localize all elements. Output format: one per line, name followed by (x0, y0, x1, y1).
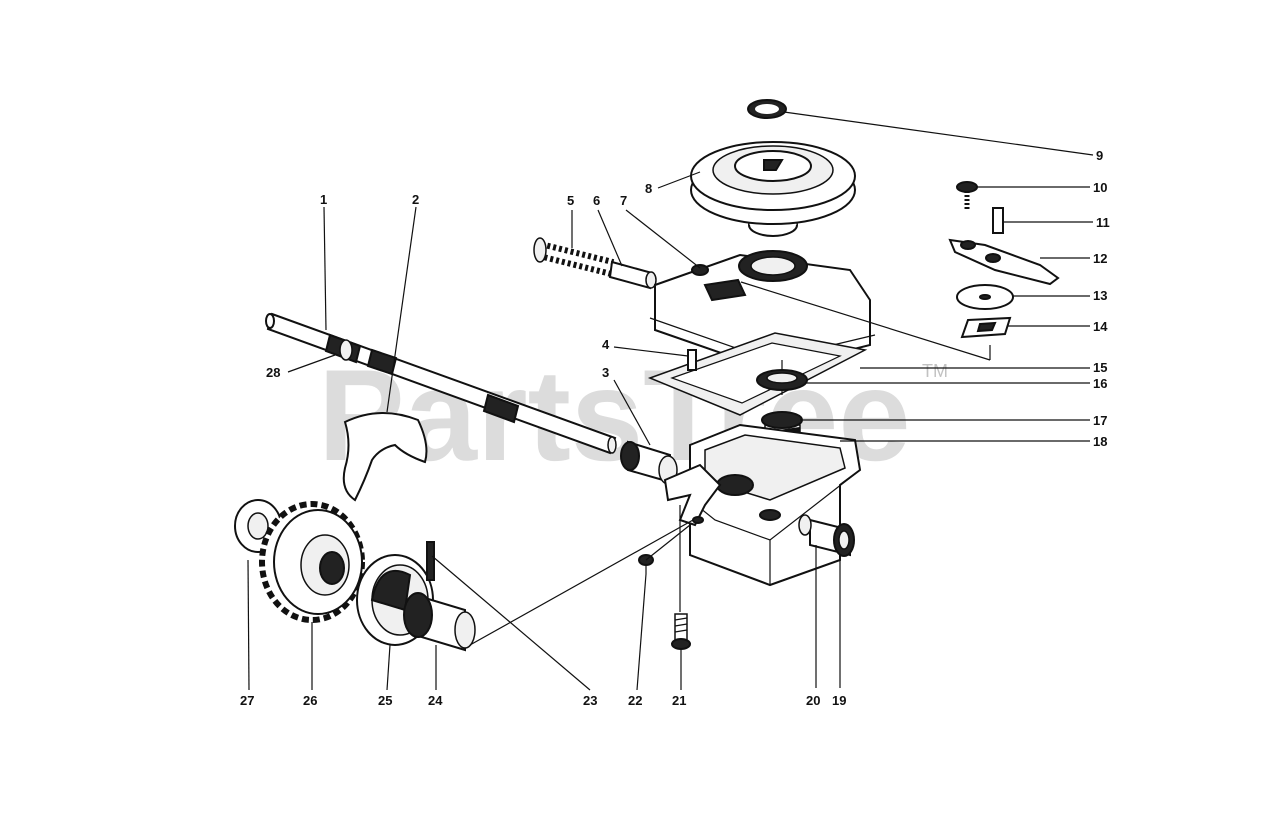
part-13-washer (956, 284, 1014, 310)
watermark-trademark: TM (922, 361, 948, 381)
part-3-collar (620, 440, 678, 485)
callout-1: 1 (320, 192, 327, 207)
callout-17: 17 (1093, 413, 1107, 428)
leader-lines (247, 111, 1094, 691)
part-23-pin (426, 541, 435, 581)
part-22-screw (638, 554, 654, 574)
part-15-gasket (647, 332, 868, 416)
callout-10: 10 (1093, 180, 1107, 195)
callout-3: 3 (602, 365, 609, 380)
part-6-pin (608, 260, 657, 290)
callout-14: 14 (1093, 319, 1108, 334)
part-24-collar (403, 592, 476, 652)
callout-22: 22 (628, 693, 642, 708)
callout-24: 24 (428, 693, 443, 708)
callout-9: 9 (1096, 148, 1103, 163)
part-19-seal (809, 518, 855, 557)
callout-23: 23 (583, 693, 597, 708)
callout-26: 26 (303, 693, 317, 708)
callout-25: 25 (378, 693, 392, 708)
part-9-ring (747, 99, 787, 119)
part-26-gear (259, 501, 365, 623)
callout-12: 12 (1093, 251, 1107, 266)
callout-18: 18 (1093, 434, 1107, 449)
part-1-shaft (265, 312, 617, 455)
part-10-screw (956, 181, 978, 210)
callout-7: 7 (620, 193, 627, 208)
part-14-plate (960, 316, 1012, 339)
callout-20: 20 (806, 693, 820, 708)
part-21-bolt (671, 613, 691, 650)
part-18-housing (689, 423, 862, 587)
callout-21: 21 (672, 693, 686, 708)
part-20-plug (798, 514, 812, 536)
callout-6: 6 (593, 193, 600, 208)
callout-5: 5 (567, 193, 574, 208)
part-12-lever (948, 238, 1060, 286)
callout-19: 19 (832, 693, 846, 708)
callout-13: 13 (1093, 288, 1107, 303)
callout-2: 2 (412, 192, 419, 207)
callout-11: 11 (1096, 215, 1110, 230)
part-28-ring (339, 339, 353, 361)
callout-8: 8 (645, 181, 652, 196)
part-8-pulley (690, 141, 856, 237)
shift-fork (663, 463, 722, 527)
part-16-bearing (756, 360, 808, 395)
callout-labels: 1 2 3 4 5 6 7 8 9 10 11 12 13 14 15 16 1… (240, 148, 1110, 708)
callout-15: 15 (1093, 360, 1107, 375)
callout-28: 28 (266, 365, 280, 380)
part-4-pin (687, 349, 697, 371)
callout-16: 16 (1093, 376, 1107, 391)
part-2-fork (342, 411, 428, 502)
part-5-spring (533, 237, 615, 277)
part-11-pin (992, 207, 1004, 234)
callout-27: 27 (240, 693, 254, 708)
callout-4: 4 (602, 337, 610, 352)
